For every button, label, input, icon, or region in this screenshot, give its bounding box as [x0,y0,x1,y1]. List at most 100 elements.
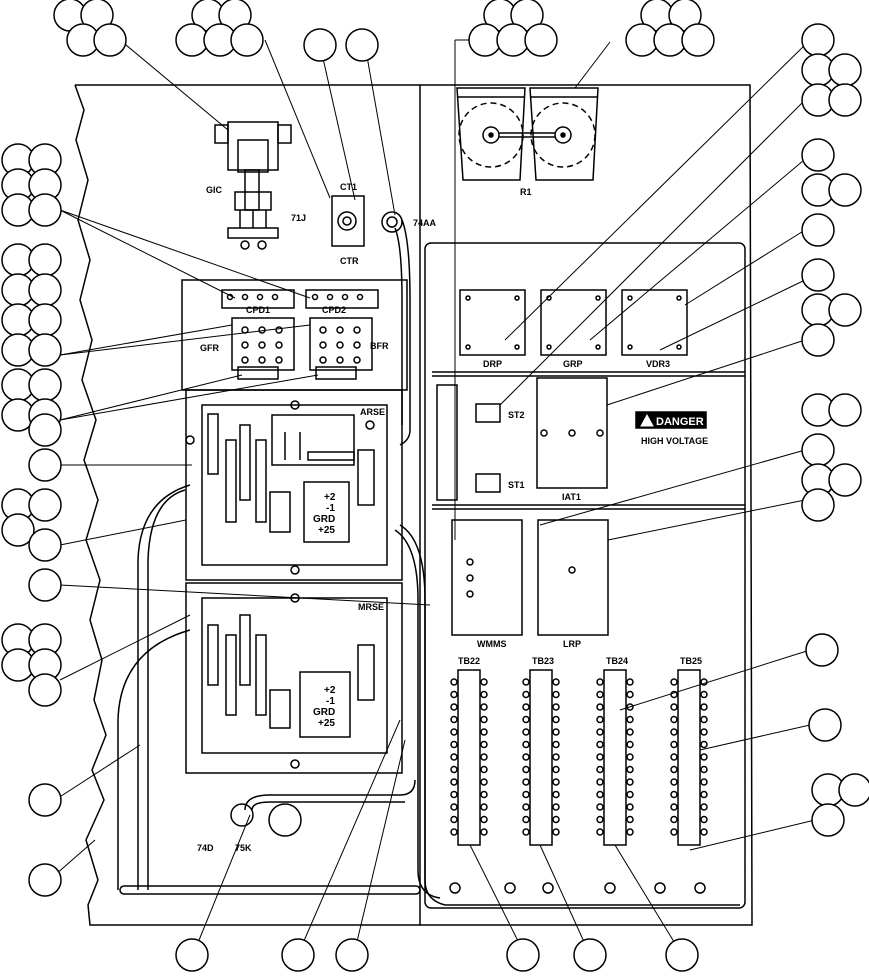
high-voltage-label: HIGH VOLTAGE [641,436,708,446]
terminal-screw [626,690,634,699]
71j-label: 71J [291,213,306,223]
terminal-screw [700,690,708,699]
74d-label: 74D [197,843,214,853]
ct1-transformer: CT1 71J CTR 74AA [291,182,437,266]
terminal-screw [522,728,530,736]
cpd1-label: CPD1 [246,305,270,315]
grp-label: GRP [563,359,583,369]
terminal-screw [700,703,708,711]
arsb-plus25: +25 [318,525,335,536]
terminal-screw [552,815,560,824]
terminal-screw [522,740,530,749]
gfr-relay [231,317,295,371]
tb24-board: TB24 [603,656,628,846]
terminal-screw [670,790,678,799]
callout-bubble [28,528,62,562]
mrsb-plus2: +2 [324,685,336,696]
callout-bubble [28,568,62,602]
callout-bubble [28,673,62,707]
st1-label: ST1 [508,480,525,490]
terminal-screw [670,815,678,824]
enclosure [74,84,753,926]
terminal-screw [596,703,604,711]
callout-bubble [28,783,62,817]
terminal-screw [626,715,634,724]
arsb-module: ARSE +2 -1 GRD +25 [185,389,403,581]
terminal-screw [596,753,604,761]
mrsb-terminal [357,644,375,701]
callout-bubble [303,28,337,62]
callout-bubble [28,863,62,897]
terminal-screw [700,715,708,724]
callout-bubble [28,243,62,277]
terminal-screw [480,790,488,799]
terminal-screw [522,803,530,811]
terminal-screw [626,815,634,824]
terminal-screw [480,803,488,811]
terminal-screw [480,740,488,749]
drp-plate: DRP [459,289,526,369]
terminal-screw [552,790,560,799]
callout-bubble [573,938,607,972]
terminal-screw [626,765,634,774]
left-panel-outline [74,84,421,926]
terminal-screw [522,790,530,799]
mrsb-minus1: -1 [326,696,335,707]
terminal-screw [596,690,604,699]
terminal-screw [596,765,604,774]
terminal-screw [552,728,560,736]
leader-lines [54,39,816,956]
terminal-screw [700,815,708,824]
callout-bubble [828,293,862,327]
terminal-screw [670,740,678,749]
arsb-label: ARSE [360,407,385,417]
callout-bubble [828,173,862,207]
callout-bubble [801,138,835,172]
terminal-screw [596,815,604,824]
iat1-label: IAT1 [562,492,581,502]
gic-contactor: GIC [206,121,292,250]
gic-label: GIC [206,185,223,195]
terminal-screw [450,678,458,686]
lrp-relay: LRP [537,519,609,649]
terminal-screw [522,715,530,724]
terminal-screw [670,703,678,711]
terminal-screw [450,753,458,761]
terminal-screw [522,765,530,774]
callout-bubble [230,23,264,57]
terminal-screw [480,690,488,699]
terminal-screw [626,803,634,811]
terminal-screw [450,715,458,724]
tb23-board: TB23 [529,656,554,846]
terminal-screw [670,765,678,774]
terminal-screw [670,678,678,686]
terminal-screw [480,828,488,836]
wmms-relay: WMMS [451,519,523,649]
terminal-screw [450,728,458,736]
terminal-screw [596,828,604,836]
gfr-label: GFR [200,343,219,353]
cpd2-box [305,289,379,309]
arsb-terminal [357,449,375,506]
terminal-screw [670,690,678,699]
arsb-minus1: -1 [326,503,335,514]
callout-bubble [281,938,315,972]
tb-terminals [450,678,708,836]
right-panel-outline [420,84,753,926]
terminal-screw [626,828,634,836]
terminal-screw [552,703,560,711]
terminal-screw [480,815,488,824]
terminal-screw [522,678,530,686]
st2-label: ST2 [508,410,525,420]
terminal-screw [626,753,634,761]
r1-label: R1 [520,187,532,197]
callout-bubble [801,258,835,292]
terminal-screw [480,678,488,686]
terminal-screw [450,778,458,786]
terminal-screw [626,703,634,711]
mrsb-label: MRSE [358,602,384,612]
callout-bubble [28,488,62,522]
relay-contacts [226,293,364,364]
